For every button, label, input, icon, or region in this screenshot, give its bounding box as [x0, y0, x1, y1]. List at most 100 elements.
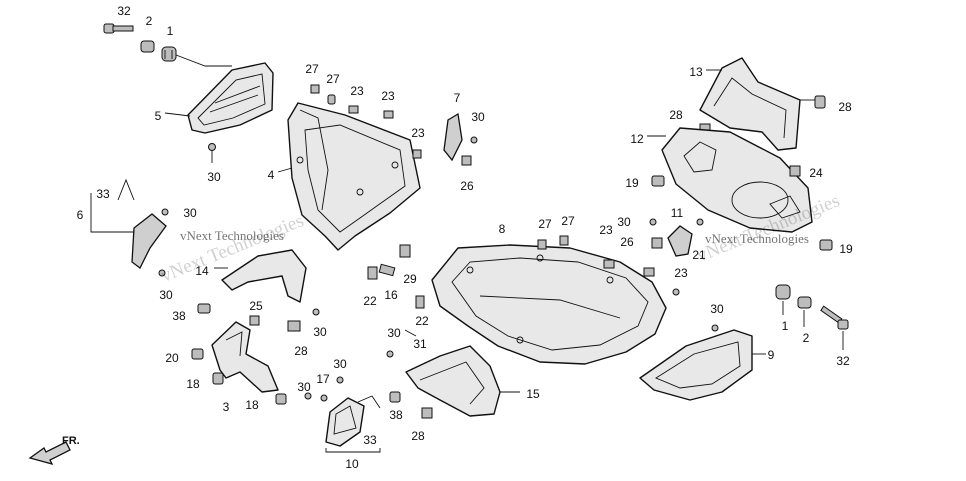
callout-c3: 3	[223, 400, 230, 414]
part-7-bracket	[443, 112, 463, 162]
clip-23-e	[643, 267, 655, 277]
screw-17	[320, 394, 328, 402]
clip-27-b	[327, 94, 336, 105]
screw-30-g	[336, 376, 344, 384]
rivet-38-a	[197, 303, 211, 314]
callout-c27a: 27	[305, 62, 319, 76]
callout-c30f: 30	[387, 326, 401, 340]
callout-c24: 24	[809, 166, 823, 180]
callout-c27d: 27	[561, 214, 575, 228]
callout-c2b: 2	[803, 331, 810, 345]
callout-c7: 7	[454, 91, 461, 105]
clip-23-a	[348, 105, 359, 114]
callout-c38b: 38	[389, 408, 403, 422]
callout-c25: 25	[249, 299, 263, 313]
callout-c23b: 23	[381, 89, 395, 103]
part-14-bar	[221, 249, 307, 303]
part-4-frame	[287, 102, 421, 251]
front-direction-arrow: FR.	[28, 435, 80, 466]
callout-c30b: 30	[471, 110, 485, 124]
screw-19-a	[651, 175, 665, 187]
clip-23-b	[383, 110, 394, 119]
screw-small-extra	[672, 288, 680, 296]
callout-c30j: 30	[710, 302, 724, 316]
callout-c30g: 30	[333, 357, 347, 371]
screw-18-b	[275, 393, 287, 405]
callout-c9: 9	[768, 348, 775, 362]
part-8-main-panel	[431, 244, 667, 365]
callout-c31: 31	[413, 337, 427, 351]
callout-c20: 20	[165, 351, 179, 365]
screw-30-b	[470, 136, 478, 144]
clip-23-c	[412, 149, 422, 159]
callout-c38a: 38	[172, 309, 186, 323]
callout-c6: 6	[77, 208, 84, 222]
screw-30-h	[304, 392, 312, 400]
callout-c30h: 30	[297, 380, 311, 394]
grommet-1-left	[161, 46, 177, 62]
callout-c23a: 23	[350, 84, 364, 98]
callout-c27c: 27	[538, 217, 552, 231]
callout-c4: 4	[268, 168, 275, 182]
clip-22-b	[415, 295, 425, 309]
callout-c30e: 30	[313, 325, 327, 339]
part-33-spring-b	[357, 395, 381, 409]
callout-c19b: 19	[839, 242, 853, 256]
screw-30-c	[161, 208, 169, 216]
callout-c28d: 28	[669, 108, 683, 122]
screw-20	[191, 348, 204, 360]
callout-c33a: 33	[96, 187, 110, 201]
callout-c26a: 26	[460, 179, 474, 193]
screw-30-f	[386, 350, 394, 358]
callout-c28a: 28	[294, 344, 308, 358]
callout-c30c: 30	[183, 206, 197, 220]
callout-c23c: 23	[411, 126, 425, 140]
part-6-bracket	[131, 213, 167, 269]
clip-23-d	[603, 259, 615, 269]
callout-c30a: 30	[207, 170, 221, 184]
callout-c2a: 2	[146, 14, 153, 28]
clip-27-c	[537, 239, 547, 250]
part-3-side	[211, 321, 279, 393]
part-15-trim	[405, 345, 501, 417]
callout-c33b: 33	[363, 433, 377, 447]
callout-c23d: 23	[599, 223, 613, 237]
callout-c15: 15	[526, 387, 540, 401]
screw-29	[399, 244, 411, 258]
callout-c21: 21	[692, 248, 706, 262]
callout-c26b: 26	[620, 235, 634, 249]
callout-c5: 5	[155, 109, 162, 123]
callout-c10: 10	[345, 457, 359, 471]
screw-30-a	[208, 143, 216, 163]
screw-30-e	[312, 308, 320, 316]
callout-c28b: 28	[411, 429, 425, 443]
screw-30-i	[649, 218, 657, 226]
part-5-cover	[187, 62, 274, 134]
callout-c8: 8	[499, 222, 506, 236]
clip-24	[789, 165, 801, 177]
callout-c12: 12	[630, 132, 644, 146]
nut-28-a	[287, 320, 301, 332]
callout-c18a: 18	[186, 377, 200, 391]
rivet-38-b	[389, 391, 401, 403]
callout-c13: 13	[689, 65, 703, 79]
callout-c1b: 1	[782, 319, 789, 333]
callout-c17: 17	[316, 372, 330, 386]
part-11-bracket	[667, 218, 704, 257]
clip-27-d	[559, 235, 569, 246]
part-12-housing	[661, 127, 813, 233]
clip-27-a	[310, 84, 320, 94]
watermark-wm4: vNext Technologies	[705, 231, 809, 246]
callout-c22a: 22	[363, 294, 377, 308]
callout-c19a: 19	[625, 176, 639, 190]
bolt-32-right	[820, 305, 849, 350]
clip-22-a	[367, 266, 378, 280]
nut-28-b	[421, 407, 433, 419]
bolt-32-left	[103, 23, 134, 34]
callout-c14: 14	[195, 264, 209, 278]
callout-c32a: 32	[117, 4, 131, 18]
callout-c32b: 32	[836, 354, 850, 368]
callout-c27b: 27	[326, 72, 340, 86]
